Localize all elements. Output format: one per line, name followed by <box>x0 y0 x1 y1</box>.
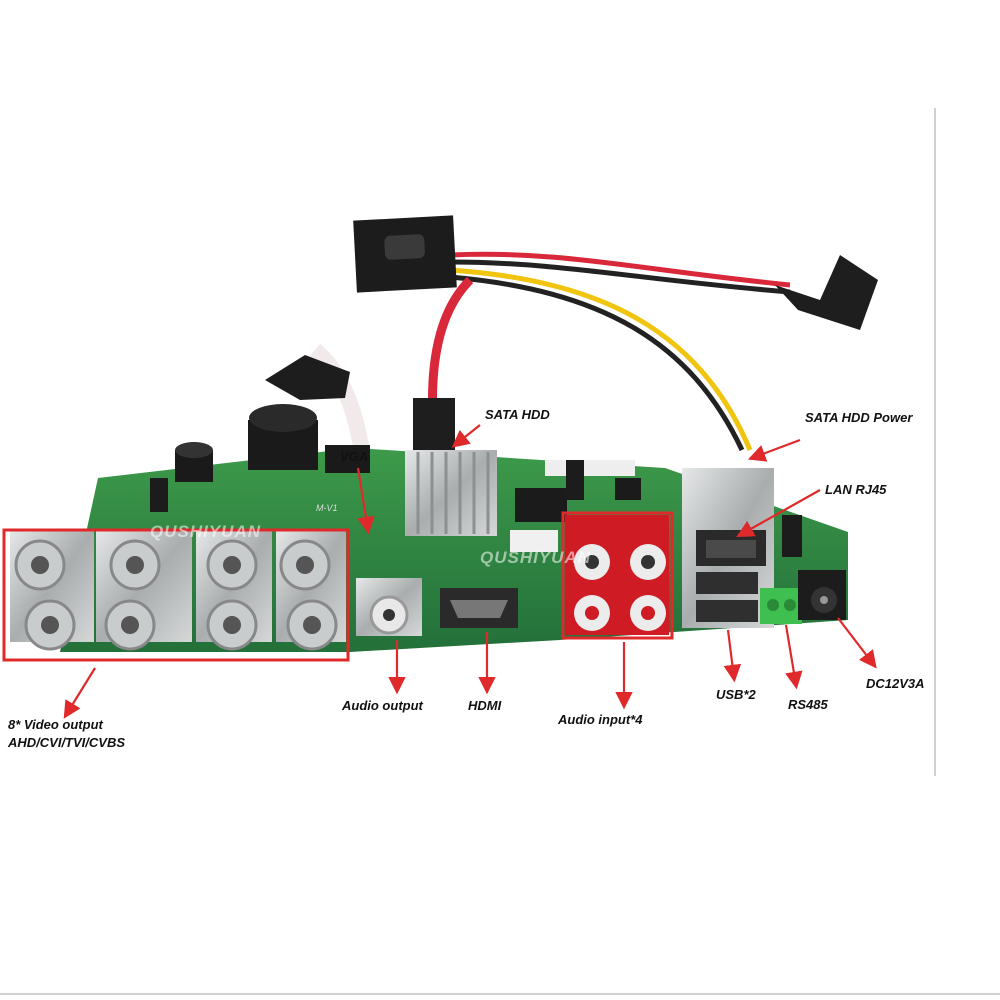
capacitor <box>150 460 802 557</box>
label-sata-hdd: SATA HDD <box>485 407 550 422</box>
label-video-formats: AHD/CVI/TVI/CVBS <box>8 735 126 750</box>
screw-bracket <box>265 355 350 400</box>
label-rs485: RS485 <box>788 697 828 712</box>
annotation-arrow <box>63 424 877 719</box>
audio-input-highlight-box <box>561 511 674 640</box>
small-chip <box>615 478 641 500</box>
right-edge-line <box>934 108 936 776</box>
rs485-terminal <box>760 588 802 624</box>
audio-output-rca <box>356 578 422 636</box>
audio-input-rca-block <box>565 515 669 635</box>
label-lan: LAN RJ45 <box>825 482 887 497</box>
cr2032-battery-holder <box>248 404 318 470</box>
buzzer <box>175 442 213 482</box>
sata-data-plug <box>413 398 455 454</box>
heatsink <box>405 450 497 536</box>
label-video-output: 8* Video output <box>8 717 103 732</box>
board-silkscreen: M-V1 <box>316 503 338 513</box>
sata-power-connector <box>353 215 457 293</box>
hdmi-port <box>440 588 518 628</box>
label-sata-hdd-power: SATA HDD Power <box>805 410 913 425</box>
label-audio-output: Audio output <box>342 698 423 713</box>
label-vga: VGA <box>340 449 369 464</box>
sata-power-cable <box>449 251 791 452</box>
label-usb: USB*2 <box>716 687 756 702</box>
label-audio-input: Audio input*4 <box>558 712 643 727</box>
sata-right-angle-connector <box>775 255 878 330</box>
watermark: QUSHIYUAN <box>480 548 592 567</box>
label-hdmi: HDMI <box>468 698 502 713</box>
watermark: QUSHIYUAN <box>150 522 262 541</box>
vga-header <box>325 445 370 473</box>
main-soc-chip <box>515 488 567 522</box>
bnc-connector <box>14 539 338 651</box>
bottom-edge-line <box>0 993 1000 995</box>
video-output-highlight-box <box>2 528 350 662</box>
dc-power-jack <box>798 570 846 620</box>
label-dc-power: DC12V3A <box>866 676 925 691</box>
small-white-connector <box>510 530 558 552</box>
white-connector <box>545 460 635 476</box>
